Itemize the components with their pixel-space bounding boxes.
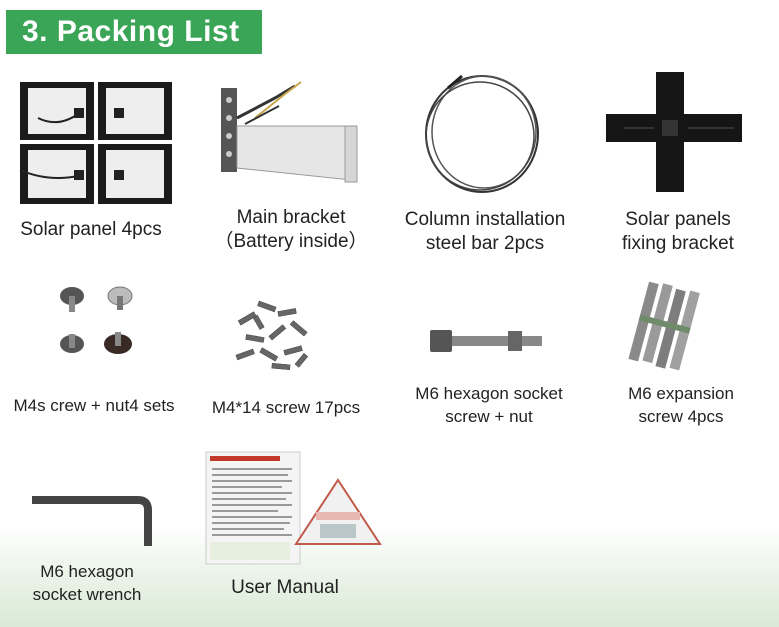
steel-bar-coil-icon — [418, 70, 548, 200]
user-manual-icon — [204, 450, 384, 566]
item-label-line1: M6 hexagon — [40, 562, 134, 581]
item-label-line1: Main bracket — [236, 207, 346, 228]
item-caption-user-manual: User Manual — [210, 576, 360, 600]
hex-socket-screw-icon — [428, 326, 548, 356]
item-caption-m6-screw: M6 hexagon socket screw + nut — [396, 382, 582, 428]
item-caption-m4-sets: M4s crew + nut4 sets — [0, 394, 188, 417]
item-label: M4s crew + nut4 sets — [13, 396, 175, 415]
item-caption-hex-wrench: M6 hexagon socket wrench — [12, 560, 162, 606]
screw-nut-sets-icon — [52, 282, 142, 368]
item-caption-main-bracket: Main bracket （Battery inside） — [196, 206, 386, 254]
expansion-screws-icon — [628, 281, 708, 372]
item-caption-steel-bar: Column installation steel bar 2pcs — [388, 208, 582, 256]
main-bracket-icon — [215, 78, 365, 188]
item-caption-m4-screws: M4*14 screw 17pcs — [196, 396, 376, 419]
small-screws-icon — [228, 296, 318, 376]
item-label-line2: screw + nut — [445, 407, 533, 426]
item-label: M4*14 screw 17pcs — [211, 398, 361, 417]
page-title: 3. Packing List — [6, 10, 262, 54]
item-label: Solar panel 4pcs — [20, 219, 162, 240]
item-caption-solar-panel: Solar panel 4pcs — [0, 218, 182, 242]
item-label-line1: Solar panels — [625, 209, 731, 230]
item-label-line2: fixing bracket — [622, 233, 734, 254]
item-label-line2: steel bar 2pcs — [425, 233, 545, 254]
item-caption-fixing-bracket: Solar panels fixing bracket — [590, 208, 766, 256]
hex-wrench-icon — [28, 490, 158, 550]
item-label-line1: M6 expansion — [628, 384, 734, 403]
item-label-line2: socket wrench — [32, 585, 142, 604]
solar-panels-icon — [18, 78, 178, 210]
cross-bracket-icon — [604, 70, 744, 194]
item-label: User Manual — [231, 577, 339, 598]
item-caption-m6-expansion: M6 expansion screw 4pcs — [606, 382, 756, 428]
item-label-line1: Column installation — [404, 209, 566, 230]
item-label-line1: M6 hexagon socket — [415, 384, 563, 403]
item-label-line2: screw 4pcs — [638, 407, 724, 426]
item-label-line2: （Battery inside） — [214, 231, 368, 252]
